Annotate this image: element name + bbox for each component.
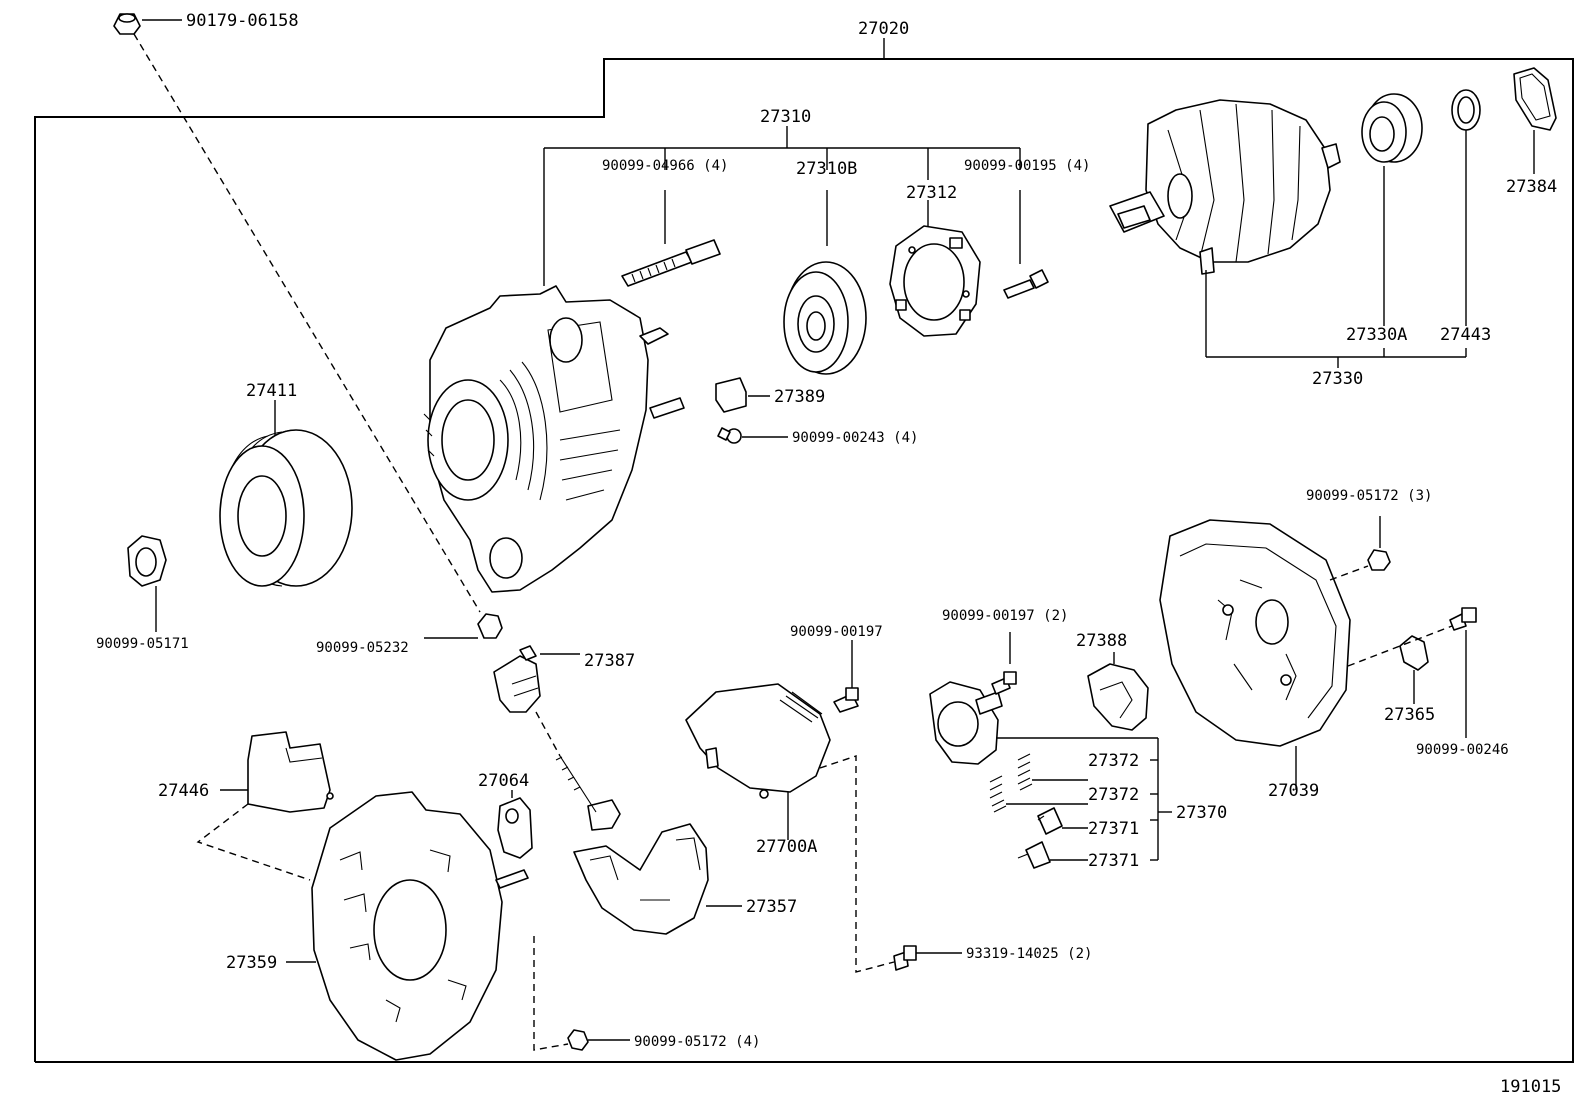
part-labels: 90179-06158 27020 27310 90099-04966 (4) …: [96, 11, 1561, 1097]
label-27330: 27330: [1312, 369, 1363, 389]
label-27064: 27064: [478, 771, 529, 791]
regulator-27700A[interactable]: [685, 683, 831, 840]
label-27365: 27365: [1384, 705, 1435, 725]
cover-27384[interactable]: [1513, 67, 1557, 174]
brush-case-27370[interactable]: [929, 681, 1003, 765]
dashed-guide-rear-nut: [533, 936, 569, 1051]
drive-end-frame-27310[interactable]: [423, 285, 685, 593]
spring-27372-b[interactable]: [989, 775, 1088, 813]
bolt-90179-06158[interactable]: [113, 13, 182, 35]
brush-holder-27357[interactable]: [555, 755, 742, 935]
footer-code: 191015: [1500, 1077, 1561, 1097]
rear-end-frame-27359[interactable]: [286, 791, 529, 1061]
label-27370: 27370: [1176, 803, 1227, 823]
rear-cover-27039[interactable]: [1159, 519, 1351, 790]
screw-90099-00246[interactable]: [1449, 607, 1477, 738]
bearing-27330A[interactable]: [1361, 93, 1423, 326]
spring-27372-a[interactable]: [1017, 753, 1088, 791]
holder-27388[interactable]: [1087, 652, 1149, 731]
label-27388: 27388: [1076, 631, 1127, 651]
nut-90099-05171[interactable]: [127, 535, 167, 632]
brush-27371-a[interactable]: [1037, 807, 1088, 835]
label-90099-00197-2: 90099-00197 (2): [942, 608, 1068, 624]
label-90179-06158: 90179-06158: [186, 11, 299, 31]
label-27389: 27389: [774, 387, 825, 407]
screw-90099-00243[interactable]: [717, 427, 788, 444]
bracket-27370: [996, 737, 1172, 861]
insulator-27365[interactable]: [1399, 635, 1429, 704]
label-27372-a: 27372: [1088, 751, 1139, 771]
label-27312: 27312: [906, 183, 957, 203]
screw-90099-00197[interactable]: [833, 640, 859, 713]
nut-90099-05232[interactable]: [424, 613, 503, 639]
label-90099-00197: 90099-00197: [790, 624, 883, 640]
label-27384: 27384: [1506, 177, 1557, 197]
screw-93319-14025[interactable]: [893, 945, 962, 971]
label-27446: 27446: [158, 781, 209, 801]
dashed-guide-b-terminal: [1347, 625, 1453, 667]
bracket-27330: [1205, 270, 1467, 368]
label-27411: 27411: [246, 381, 297, 401]
through-bolt-90099-04966[interactable]: [621, 190, 721, 287]
screw-90099-00195[interactable]: [1003, 190, 1049, 299]
dashed-guide-insulator: [535, 711, 561, 757]
bracket-27310: [543, 126, 1021, 286]
label-90099-05172-4: 90099-05172 (4): [634, 1034, 760, 1050]
brush-27371-b[interactable]: [1017, 841, 1088, 869]
label-27387: 27387: [584, 651, 635, 671]
label-27371-b: 27371: [1088, 851, 1139, 871]
label-90099-05171: 90099-05171: [96, 636, 189, 652]
label-90099-00195: 90099-00195 (4): [964, 158, 1090, 174]
label-90099-05172-3: 90099-05172 (3): [1306, 488, 1432, 504]
label-90099-05232: 90099-05232: [316, 640, 409, 656]
rotor-27330[interactable]: [1109, 99, 1341, 275]
spacer-27443[interactable]: [1451, 89, 1481, 326]
label-93319-14025: 93319-14025 (2): [966, 946, 1092, 962]
label-27700A: 27700A: [756, 837, 817, 857]
label-27310: 27310: [760, 107, 811, 127]
label-90099-04966: 90099-04966 (4): [602, 158, 728, 174]
label-27371-a: 27371: [1088, 819, 1139, 839]
dashed-guide-rear-cover-nut: [1329, 565, 1369, 581]
label-27020: 27020: [858, 19, 909, 39]
plate-27064[interactable]: [497, 790, 533, 859]
terminal-27389[interactable]: [715, 377, 770, 413]
label-90099-00246: 90099-00246: [1416, 742, 1509, 758]
dashed-guide-cover: [196, 803, 311, 881]
label-27357: 27357: [746, 897, 797, 917]
label-27372-b: 27372: [1088, 785, 1139, 805]
label-27039: 27039: [1268, 781, 1319, 801]
bearing-27310B[interactable]: [783, 190, 867, 375]
retainer-plate-27312[interactable]: [889, 200, 981, 337]
assembly-frame-27020: [34, 38, 1574, 1063]
label-27359: 27359: [226, 953, 277, 973]
label-27310B: 27310B: [796, 159, 857, 179]
label-27330A: 27330A: [1346, 325, 1407, 345]
label-90099-00243: 90099-00243 (4): [792, 430, 918, 446]
label-27443: 27443: [1440, 325, 1491, 345]
screw-90099-00197-2[interactable]: [991, 632, 1017, 695]
dashed-guide-regulator: [819, 755, 895, 973]
nut-90099-05172-4[interactable]: [567, 1029, 630, 1051]
pulley-27411[interactable]: [219, 400, 353, 587]
insulator-27387[interactable]: [493, 645, 580, 713]
cover-27446[interactable]: [220, 731, 334, 813]
dashed-guide-top-bolt: [133, 33, 481, 613]
nut-90099-05172-3[interactable]: [1367, 516, 1391, 571]
